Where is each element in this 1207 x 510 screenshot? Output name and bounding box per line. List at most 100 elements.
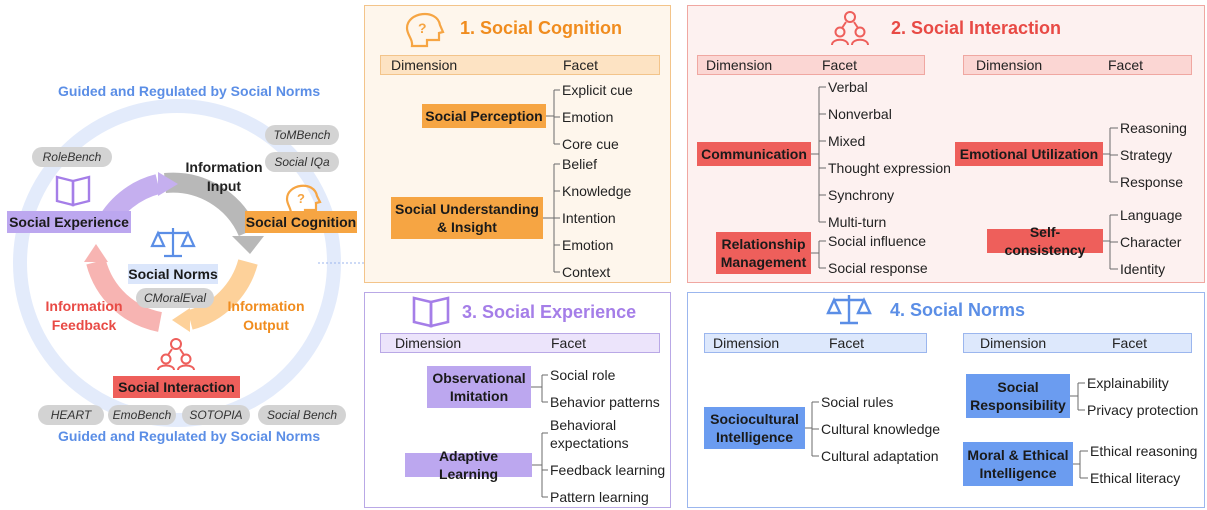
svg-text:?: ? (418, 20, 427, 36)
facet: Behavior patterns (550, 394, 660, 410)
header-norms-left: Dimension Facet (704, 333, 927, 353)
header-dimension: Dimension (980, 335, 1047, 351)
benchmark-tombench: ToMBench (265, 125, 339, 145)
guide-label-bottom: Guided and Regulated by Social Norms (58, 428, 321, 444)
feedback-arrow (86, 259, 163, 332)
facet: Explicit cue (562, 82, 633, 98)
facet: Social influence (828, 233, 927, 249)
node-social-cognition: Social Cognition (245, 211, 357, 233)
header-facet: Facet (829, 335, 865, 351)
header-cognition: Dimension Facet (380, 55, 660, 75)
facet: Cultural adaptation (821, 448, 939, 464)
input-arrow (164, 172, 258, 237)
dim-sociocultural-intelligence: Sociocultural Intelligence (704, 407, 805, 449)
facet: Reasoning (1120, 120, 1187, 136)
guide-label-top: Guided and Regulated by Social Norms (58, 83, 321, 99)
people-network-icon (831, 11, 869, 46)
dim-relationship-management: Relationship Management (716, 232, 811, 274)
node-social-experience: Social Experience (7, 211, 131, 233)
facet: Social role (550, 367, 616, 383)
facet: Feedback learning (550, 462, 666, 478)
facet: Character (1120, 234, 1182, 250)
facet: Ethical literacy (1090, 470, 1181, 486)
header-dimension: Dimension (706, 57, 773, 73)
header-dimension: Dimension (391, 57, 458, 73)
output-arrow (187, 259, 258, 330)
dim-social-responsibility: Social Responsibility (966, 374, 1070, 418)
facet: Multi-turn (828, 214, 887, 230)
balance-scale-icon (150, 228, 196, 258)
header-facet: Facet (1108, 57, 1144, 73)
facet: Context (562, 264, 611, 280)
facet: Thought expression (828, 160, 951, 176)
dim-communication: Communication (697, 142, 811, 166)
benchmark-heart: HEART (38, 405, 104, 425)
facet: Nonverbal (828, 106, 892, 122)
benchmark-socialbench: Social Bench (258, 405, 346, 425)
header-facet: Facet (822, 57, 858, 73)
head-question-icon: ? (405, 13, 445, 48)
open-book-icon (55, 175, 91, 207)
node-social-norms: Social Norms (128, 264, 218, 284)
facet: Cultural knowledge (821, 421, 941, 437)
panel-title-interaction: 2. Social Interaction (891, 18, 1062, 38)
facet: Ethical reasoning (1090, 443, 1198, 459)
svg-text:?: ? (297, 191, 305, 206)
header-experience: Dimension Facet (380, 333, 660, 353)
facet: Knowledge (562, 183, 632, 199)
people-network-icon (157, 338, 195, 371)
bracket-lines (531, 86, 1118, 498)
panel-social-norms (687, 292, 1205, 508)
facet: Intention (562, 210, 616, 226)
information-output-label: Information Output (227, 298, 305, 333)
facet: Language (1120, 207, 1183, 223)
facet: Behavioral expectations (550, 417, 629, 451)
header-dimension: Dimension (713, 335, 780, 351)
panel-title-experience: 3. Social Experience (462, 302, 637, 322)
facet: Response (1120, 174, 1184, 190)
benchmark-emobench: EmoBench (108, 405, 176, 425)
header-norms-right: Dimension Facet (963, 333, 1192, 353)
facet: Explainability (1087, 375, 1169, 391)
facet: Verbal (828, 79, 868, 95)
facet: Mixed (828, 133, 866, 149)
dim-social-perception: Social Perception (422, 104, 546, 128)
facet: Identity (1120, 261, 1166, 277)
facet: Pattern learning (550, 489, 649, 505)
header-interaction-right: Dimension Facet (963, 55, 1192, 75)
benchmark-sotopia: SOTOPIA (182, 405, 250, 425)
head-question-icon: ? (285, 184, 322, 217)
header-dimension: Dimension (976, 57, 1043, 73)
facet: Emotion (562, 237, 614, 253)
benchmark-socialiqa: Social IQa (265, 152, 339, 172)
header-facet: Facet (551, 335, 587, 351)
dim-social-understanding: Social Understanding & Insight (391, 197, 543, 239)
header-facet: Facet (563, 57, 599, 73)
facet: Emotion (562, 109, 614, 125)
dim-emotional-utilization: Emotional Utilization (955, 142, 1103, 166)
panel-title-norms: 4. Social Norms (890, 300, 1026, 320)
facet: Belief (562, 156, 598, 172)
balance-scale-icon (826, 295, 872, 325)
output-arrow-head (172, 308, 190, 332)
facet: Privacy protection (1087, 402, 1199, 418)
benchmark-rolebench: RoleBench (32, 147, 112, 167)
input-arrow-head (232, 236, 264, 254)
node-social-interaction: Social Interaction (113, 376, 240, 398)
dim-moral-ethical-intelligence: Moral & Ethical Intelligence (963, 442, 1073, 486)
facet: Strategy (1120, 147, 1173, 163)
header-dimension: Dimension (395, 335, 462, 351)
dim-observational-imitation: Observational Imitation (427, 366, 531, 408)
facet: Core cue (562, 136, 619, 152)
overview-graphics: ? (13, 99, 364, 427)
open-book-icon (412, 296, 450, 328)
information-input-label: Information Input (185, 159, 263, 194)
benchmark-cmoraleval: CMoralEval (136, 288, 214, 308)
facet: Social rules (821, 394, 894, 410)
facet: Synchrony (828, 187, 895, 203)
facet: Social response (828, 260, 928, 276)
experience-arrow-head (158, 172, 178, 196)
feedback-arrow-head (84, 244, 108, 262)
header-interaction-left: Dimension Facet (697, 55, 925, 75)
header-facet: Facet (1112, 335, 1148, 351)
